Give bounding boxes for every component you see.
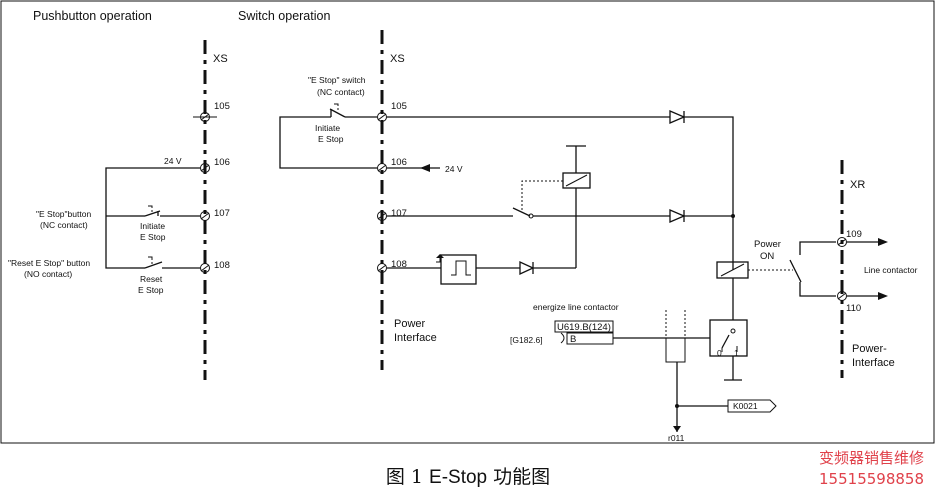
- watermark-line-2: 15515598858: [819, 470, 924, 488]
- estop-nc-pushbutton: [130, 205, 200, 217]
- terminal-label-108a: 108: [214, 260, 230, 271]
- terminal-label-105a: 105: [214, 101, 230, 112]
- power-on-contact: [789, 259, 802, 283]
- label-power-interface-2: Interface: [394, 332, 437, 344]
- label-estop-button-2: (NC contact): [40, 220, 88, 230]
- terminal-108-left: [200, 263, 210, 273]
- xs-right-label: XS: [390, 53, 405, 65]
- diode-105-icon: [669, 110, 686, 124]
- terminal-label-107a: 107: [214, 208, 230, 219]
- terminal-110: [837, 291, 847, 301]
- terminal-106-left: [200, 163, 210, 173]
- label-reset-button-2: (NO contact): [24, 269, 72, 279]
- caption-suffix: 功能图: [487, 466, 551, 488]
- xr-label: XR: [850, 179, 865, 191]
- terminal-108-right: [377, 263, 387, 273]
- k0021-connector: [727, 399, 777, 413]
- param-u619-box: [554, 320, 614, 333]
- watermark-line-1: 变频器销售维修: [818, 449, 924, 467]
- terminal-label-107b: 107: [391, 208, 407, 219]
- terminal-label-105b: 105: [391, 101, 407, 112]
- relay-contact-107: [512, 207, 531, 217]
- reset-no-pushbutton: [130, 256, 200, 269]
- diagram-frame: [0, 0, 935, 444]
- terminal-label-106a: 106: [214, 157, 230, 168]
- binector-block: [665, 337, 686, 363]
- figure-caption: 图 1 E-Stop 功能图: [0, 462, 936, 489]
- pushbutton-section: 105 106 107 108 24 V "E Stop"button (NC …: [8, 101, 230, 295]
- label-r011: r011: [668, 433, 685, 443]
- caption-latin: E-Stop: [429, 467, 488, 488]
- heading-switch: Switch operation: [238, 9, 330, 23]
- label-power-iface-r2: Interface: [852, 357, 895, 369]
- estop-switch-nc: [279, 103, 377, 169]
- label-sw-initiate-2: E Stop: [318, 134, 344, 144]
- supply-wire-left: [105, 167, 200, 269]
- label-power-iface-r1: Power-: [852, 343, 887, 355]
- label-initiate-1: Initiate: [140, 221, 165, 231]
- xs-left-label: XS: [213, 53, 228, 65]
- label-line-contactor: Line contactor: [864, 265, 918, 275]
- arrow-24v-icon: [420, 164, 430, 172]
- label-contact-0: 0: [717, 348, 722, 358]
- estop-diagram: Pushbutton operation Switch operation XS…: [0, 0, 935, 444]
- label-k0021: K0021: [733, 401, 758, 411]
- diode-108-icon: [519, 260, 535, 276]
- terminal-label-108b: 108: [391, 259, 407, 270]
- terminal-107-left: [200, 211, 210, 221]
- terminal-109: [837, 237, 847, 247]
- switch-section: 105 106 107 108 "E Stop" switch (NC cont…: [279, 75, 918, 443]
- label-reset-button-1: "Reset E Stop" button: [8, 258, 90, 268]
- label-estop-switch-1: "E Stop" switch: [308, 75, 366, 85]
- label-reset-2: E Stop: [138, 285, 164, 295]
- terminal-label-106b: 106: [391, 157, 407, 168]
- label-24v-right: 24 V: [445, 164, 463, 174]
- terminal-label-109: 109: [846, 229, 862, 240]
- label-reset-1: Reset: [140, 274, 163, 284]
- label-contact-1: 1: [734, 348, 739, 358]
- label-estop-switch-2: (NC contact): [317, 87, 365, 97]
- changeover-switch: [709, 319, 748, 357]
- label-24v-left: 24 V: [164, 156, 182, 166]
- terminal-label-110: 110: [846, 303, 861, 314]
- label-param-g: [G182.6]: [510, 335, 543, 345]
- arrow-110-icon: [878, 292, 888, 300]
- label-estop-button-1: "E Stop"button: [36, 209, 91, 219]
- label-energize: energize line contactor: [533, 302, 619, 312]
- label-power-on-1: Power: [754, 239, 781, 250]
- terminal-105-left: [193, 112, 217, 122]
- caption-prefix: 图 1: [385, 466, 430, 488]
- pulse-icon: [451, 260, 471, 276]
- label-initiate-2: E Stop: [140, 232, 166, 242]
- label-sw-initiate-1: Initiate: [315, 123, 340, 133]
- arrow-109-icon: [878, 238, 888, 246]
- label-param-u: U619.B(124): [557, 322, 611, 333]
- label-power-on-2: ON: [760, 251, 774, 262]
- terminal-107-right: [377, 211, 387, 221]
- pulse-block: [440, 254, 477, 285]
- label-param-b: B: [570, 334, 576, 345]
- terminal-106-right: [377, 163, 387, 173]
- diode-107-icon: [669, 209, 686, 223]
- terminal-105-right: [377, 112, 387, 122]
- label-power-interface-1: Power: [394, 318, 426, 330]
- heading-pushbutton: Pushbutton operation: [33, 9, 152, 23]
